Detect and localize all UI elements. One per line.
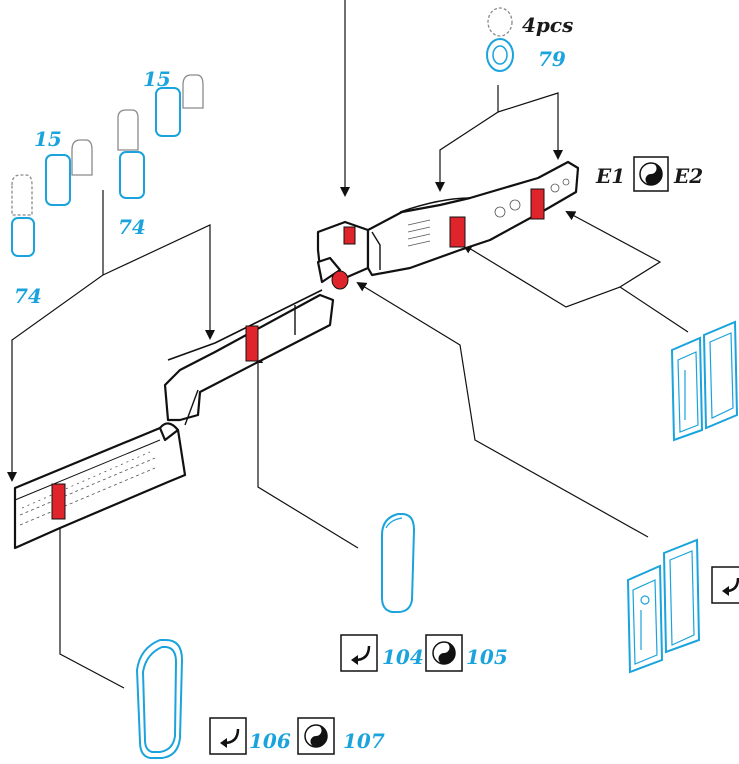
part-labels: 4pcs 79 15 15 74 74 E1 E2 104 105 106 10… bbox=[14, 13, 703, 753]
blue-window-parts bbox=[135, 320, 739, 759]
part-15-label-a: 15 bbox=[34, 127, 62, 151]
qty-4pcs-label: 4pcs bbox=[522, 13, 573, 37]
leader-lines bbox=[7, 0, 689, 689]
yin-yang-icon bbox=[425, 634, 463, 672]
red-highlights bbox=[51, 188, 545, 520]
part-74-label-a: 74 bbox=[14, 284, 42, 308]
curved-arrow-icon bbox=[209, 717, 247, 755]
option-e2-label: E2 bbox=[673, 164, 703, 188]
part-106-label: 106 bbox=[249, 729, 291, 753]
red-window-5 bbox=[51, 483, 66, 520]
part-15-label-b: 15 bbox=[143, 67, 171, 91]
part-group-15-74 bbox=[11, 74, 204, 257]
part-15-frame-b bbox=[155, 87, 181, 137]
part-panel-106 bbox=[135, 639, 184, 759]
red-window-4 bbox=[245, 325, 259, 362]
curved-arrow-icon bbox=[711, 566, 739, 604]
part-79-label: 79 bbox=[538, 47, 566, 71]
hull-structure bbox=[13, 160, 580, 550]
hull-detail-lines bbox=[19, 178, 570, 526]
part-74-label-b: 74 bbox=[118, 215, 146, 239]
red-window-2 bbox=[449, 216, 466, 248]
part-104-label: 104 bbox=[382, 645, 424, 669]
part-panel-104 bbox=[381, 513, 416, 613]
red-window-1 bbox=[343, 226, 356, 245]
curved-arrow-icon bbox=[340, 634, 378, 672]
part-74-frame-b bbox=[119, 151, 145, 199]
part-15-frame-a bbox=[45, 154, 71, 206]
ghost-frames bbox=[11, 74, 204, 216]
part-105-label: 105 bbox=[466, 645, 508, 669]
option-icons bbox=[209, 156, 739, 755]
red-porthole bbox=[331, 270, 349, 290]
part-door-panel-lower bbox=[626, 538, 701, 674]
part-door-panel-right bbox=[670, 320, 739, 442]
part-79-ring bbox=[486, 7, 514, 72]
hull-upper-segment bbox=[366, 160, 580, 277]
option-e1-label: E1 bbox=[595, 164, 625, 188]
hull-lower-segment bbox=[13, 426, 187, 550]
part-107-label: 107 bbox=[343, 729, 385, 753]
red-window-3 bbox=[530, 188, 545, 220]
part-74-frame-a bbox=[11, 217, 35, 257]
